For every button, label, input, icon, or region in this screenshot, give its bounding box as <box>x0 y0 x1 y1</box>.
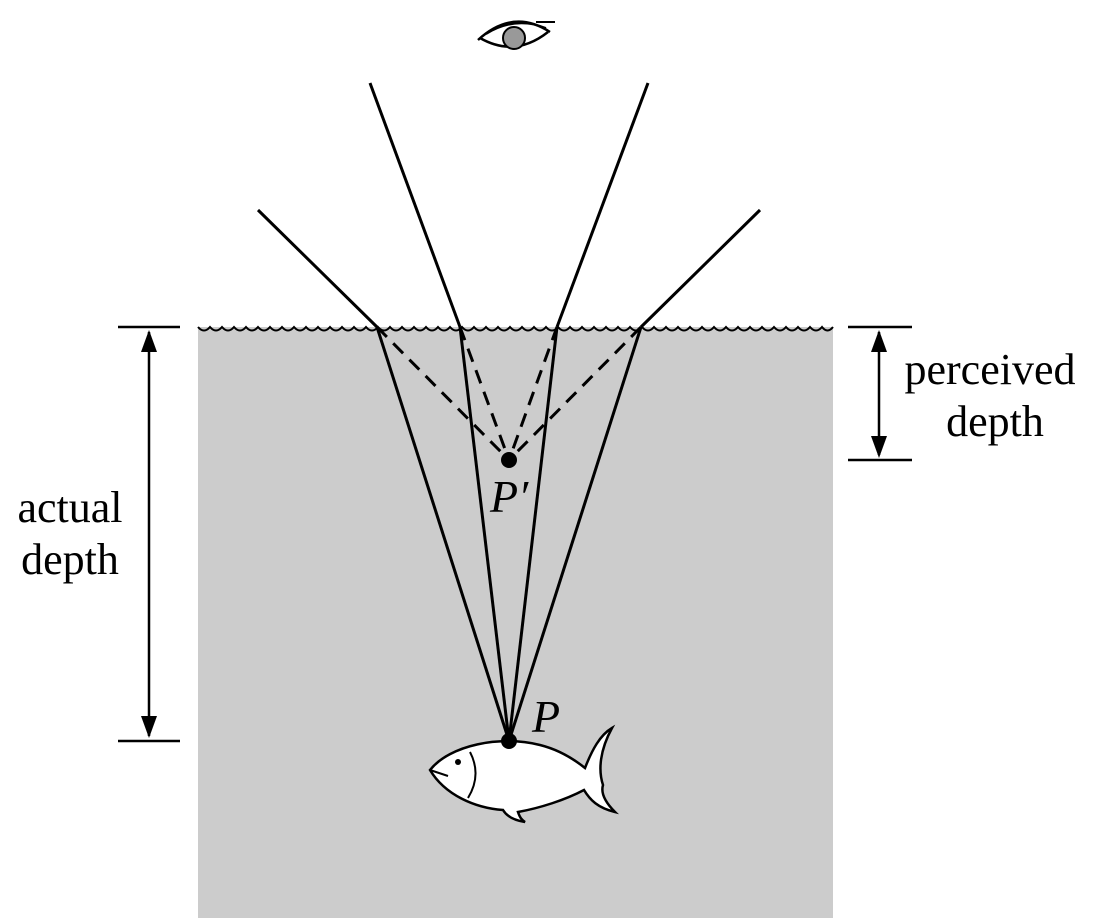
virtual-rays <box>375 325 643 462</box>
point-image <box>501 452 517 468</box>
fish-icon <box>428 724 619 824</box>
actual-depth-dimension <box>118 325 180 743</box>
perceived-depth-label-line1: perceived <box>905 345 1076 394</box>
water-surface <box>197 325 834 332</box>
actual-depth-label-line2: depth <box>21 535 119 584</box>
point-image-label: P′ <box>489 471 529 522</box>
water-region <box>198 327 833 918</box>
point-real-label: P <box>531 691 560 742</box>
rays-in-air <box>256 82 762 329</box>
perceived-depth-label-line2: depth <box>946 397 1044 446</box>
point-real <box>501 733 517 749</box>
rays-in-water <box>375 326 643 742</box>
perceived-depth-dimension <box>848 325 912 462</box>
eye-icon <box>477 20 555 50</box>
actual-depth-label-line1: actual <box>17 483 122 532</box>
